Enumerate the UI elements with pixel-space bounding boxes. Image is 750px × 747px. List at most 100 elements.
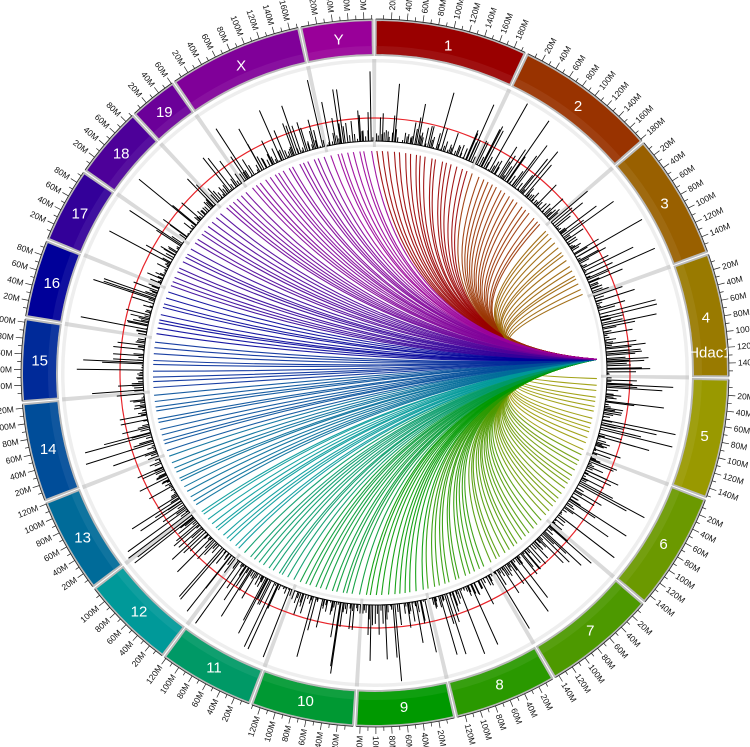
ticks-9 xyxy=(359,719,448,734)
ticks-6 xyxy=(649,507,707,601)
tick-label: 140M xyxy=(717,486,740,502)
ticks-15 xyxy=(13,320,25,394)
tick-axis-Y xyxy=(300,18,373,28)
chromosome-label-X: X xyxy=(236,57,246,74)
tick-label: 100M xyxy=(0,313,16,326)
tick-label: 80M xyxy=(34,533,53,549)
chromosome-band-Y xyxy=(307,46,373,61)
tick-label: 60M xyxy=(44,179,63,196)
tick-label: 80M xyxy=(93,616,112,635)
track-separator xyxy=(262,584,297,668)
chromosome-band-3 xyxy=(617,160,682,263)
tick-axis-9 xyxy=(356,717,455,728)
tick-axis-18 xyxy=(84,115,133,171)
tick-axis-11 xyxy=(164,657,250,705)
track-separator xyxy=(587,264,672,298)
tick-label: 80M xyxy=(599,652,617,671)
tick-label: 20M xyxy=(542,36,559,55)
tick-label: 80M xyxy=(0,330,14,342)
track-baseline-17 xyxy=(159,241,185,286)
ticks-1 xyxy=(383,12,524,51)
chromosome-segment-11 xyxy=(163,627,264,705)
tick-label: 40M xyxy=(699,529,718,545)
tick-label: 100M xyxy=(23,518,46,536)
tick-label: 60M xyxy=(733,423,750,435)
track-separator xyxy=(83,253,167,290)
track-baseline-5 xyxy=(591,377,608,455)
tick-label: 140M xyxy=(654,598,677,619)
ticks-X xyxy=(178,22,298,77)
tick-label: 60M xyxy=(403,734,414,747)
chromosome-label-14: 14 xyxy=(40,441,57,458)
ticks-11 xyxy=(161,658,242,705)
tick-label: 40M xyxy=(36,194,55,211)
tick-label: 100M xyxy=(371,736,381,747)
tick-label: 40M xyxy=(324,0,336,13)
track-baseline-18 xyxy=(184,203,217,241)
track-baseline-Y xyxy=(326,140,374,147)
tick-label: 100M xyxy=(726,455,749,470)
chromosome-label-16: 16 xyxy=(43,275,60,292)
chromosome-label-12: 12 xyxy=(131,604,148,621)
chromosome-segment-3 xyxy=(615,142,708,266)
tick-axis-12 xyxy=(94,588,163,657)
chromosome-segment-13 xyxy=(45,488,123,588)
ticks-12 xyxy=(96,595,156,655)
track-separator xyxy=(61,390,150,402)
tick-label: 100M xyxy=(694,190,717,209)
chromosome-band-15 xyxy=(48,323,60,399)
track-baseline-10 xyxy=(294,590,361,606)
gene-label: Hdac1 xyxy=(688,344,731,361)
tick-label: 80M xyxy=(387,735,398,747)
track-baseline-2 xyxy=(475,163,551,221)
tick-label: 60M xyxy=(612,641,630,660)
chromosome-band-10 xyxy=(261,672,355,700)
track-baseline-12 xyxy=(190,514,236,559)
tick-label: 20M xyxy=(2,290,20,303)
tick-label: 40M xyxy=(9,468,28,482)
tick-label: 60M xyxy=(729,290,747,303)
tick-label: 80M xyxy=(683,557,702,574)
chromosome-label-1: 1 xyxy=(444,38,452,55)
track-separator xyxy=(425,592,449,680)
chromosome-band-9 xyxy=(358,684,448,700)
track-baseline-6 xyxy=(551,456,592,524)
tick-label: 60M xyxy=(105,628,124,647)
ticks-14 xyxy=(15,407,43,495)
track-separator xyxy=(545,166,614,227)
chromosome-label-6: 6 xyxy=(659,536,667,553)
track-baseline-9 xyxy=(362,598,428,606)
tick-label: 40M xyxy=(313,731,325,747)
tick-label: 160M xyxy=(498,12,515,35)
tick-label: 140M xyxy=(261,3,277,26)
tick-label: 60M xyxy=(691,543,710,560)
tick-label: 20M xyxy=(539,692,556,711)
tick-axis-X xyxy=(174,27,299,82)
tick-label: 120M xyxy=(144,663,165,686)
chromosome-label-11: 11 xyxy=(206,659,222,676)
tick-label: 60M xyxy=(0,347,13,358)
chromosome-segment-19 xyxy=(133,82,195,142)
chromosome-band-8 xyxy=(449,649,539,691)
ticks-7 xyxy=(558,609,642,682)
tick-label: 80M xyxy=(358,0,369,10)
track-separator xyxy=(470,88,512,170)
ticks-13 xyxy=(39,503,89,583)
track-baseline-4 xyxy=(593,295,608,376)
chromosome-label-9: 9 xyxy=(400,699,408,716)
histogram-track xyxy=(61,59,689,687)
chromosome-segment-12 xyxy=(94,565,185,657)
tick-label: 40M xyxy=(204,697,220,716)
tick-label: 20M xyxy=(129,650,147,669)
tick-label: 20M xyxy=(706,514,725,530)
tick-label: 20M xyxy=(220,704,236,723)
track-baseline-8 xyxy=(428,573,492,600)
tick-label: 40M xyxy=(556,44,573,63)
chromosome-segment-6 xyxy=(616,485,706,603)
chromosome-band-16 xyxy=(52,252,79,321)
tick-label: 80M xyxy=(104,100,123,119)
tick-label: 80M xyxy=(435,0,448,17)
interaction-links xyxy=(152,150,597,596)
tick-label: 120M xyxy=(722,471,745,487)
